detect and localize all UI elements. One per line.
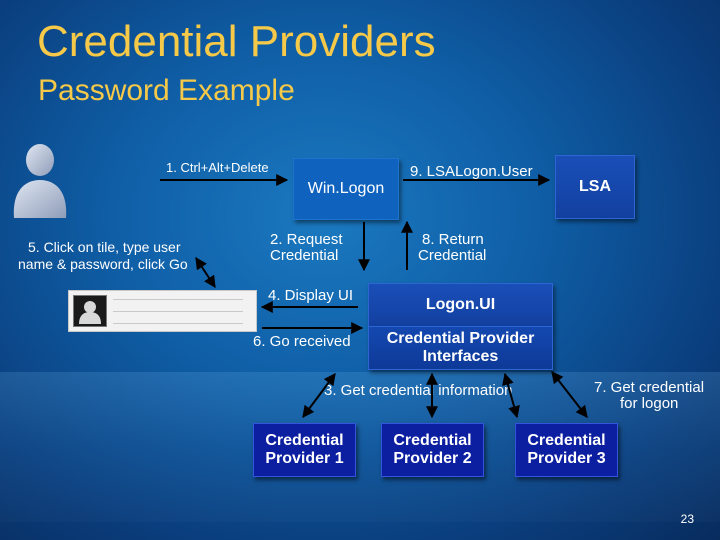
slide-subtitle: Password Example xyxy=(38,74,295,107)
tile-username-line xyxy=(113,299,243,300)
user-icon xyxy=(13,144,67,218)
tile-thumbnail-icon xyxy=(73,295,107,327)
credential-provider-1-label: Credential Provider 1 xyxy=(265,431,344,467)
step-5-label-line1: 5. Click on tile, type user xyxy=(28,239,181,255)
arrow-user-to-tile xyxy=(195,256,216,289)
page-number: 23 xyxy=(680,512,694,526)
step-4-label: 4. Display UI xyxy=(268,287,354,304)
lsa-box: LSA xyxy=(555,155,635,219)
step-7-label-line1: 7. Get credential xyxy=(594,379,705,396)
step-7-label-line2: for logon xyxy=(620,395,679,412)
arrow-get-info-provider-3 xyxy=(502,372,520,419)
arrow-get-info-provider-1 xyxy=(302,373,336,418)
credential-provider-3: Credential Provider 3 xyxy=(515,423,618,477)
step-2-label-line2: Credential xyxy=(270,247,339,264)
logonui-label: Logon.UI xyxy=(425,296,496,314)
tile-bottom-line xyxy=(113,323,243,324)
tile-password-line xyxy=(113,311,243,312)
slide-title: Credential Providers xyxy=(37,17,436,66)
cp-interfaces-label: Credential Provider Interfaces xyxy=(386,330,535,365)
step-2-label-line1: 2. Request xyxy=(270,231,343,248)
winlogon-label: Win.Logon xyxy=(307,180,385,198)
credential-provider-3-label: Credential Provider 3 xyxy=(527,431,606,467)
step-9-label: 9. LSALogon.User xyxy=(410,163,533,180)
credential-provider-1: Credential Provider 1 xyxy=(253,423,356,477)
step-8-label-line2: Credential xyxy=(418,247,487,264)
lsa-label: LSA xyxy=(579,178,611,196)
cp-interfaces-box: Credential Provider Interfaces xyxy=(368,326,553,370)
step-5-label-line2: name & password, click Go xyxy=(18,256,188,272)
step-3-label: 3. Get credential information xyxy=(324,382,513,399)
credential-provider-2: Credential Provider 2 xyxy=(381,423,484,477)
arrow-get-credential-for-logon xyxy=(551,371,588,418)
step-1-label: 1. Ctrl+Alt+Delete xyxy=(166,160,269,175)
winlogon-box: Win.Logon xyxy=(293,158,399,220)
logon-tile[interactable] xyxy=(68,290,257,332)
step-8-label-line1: 8. Return xyxy=(422,231,484,248)
step-6-label: 6. Go received xyxy=(253,333,351,350)
credential-provider-2-label: Credential Provider 2 xyxy=(393,431,472,467)
